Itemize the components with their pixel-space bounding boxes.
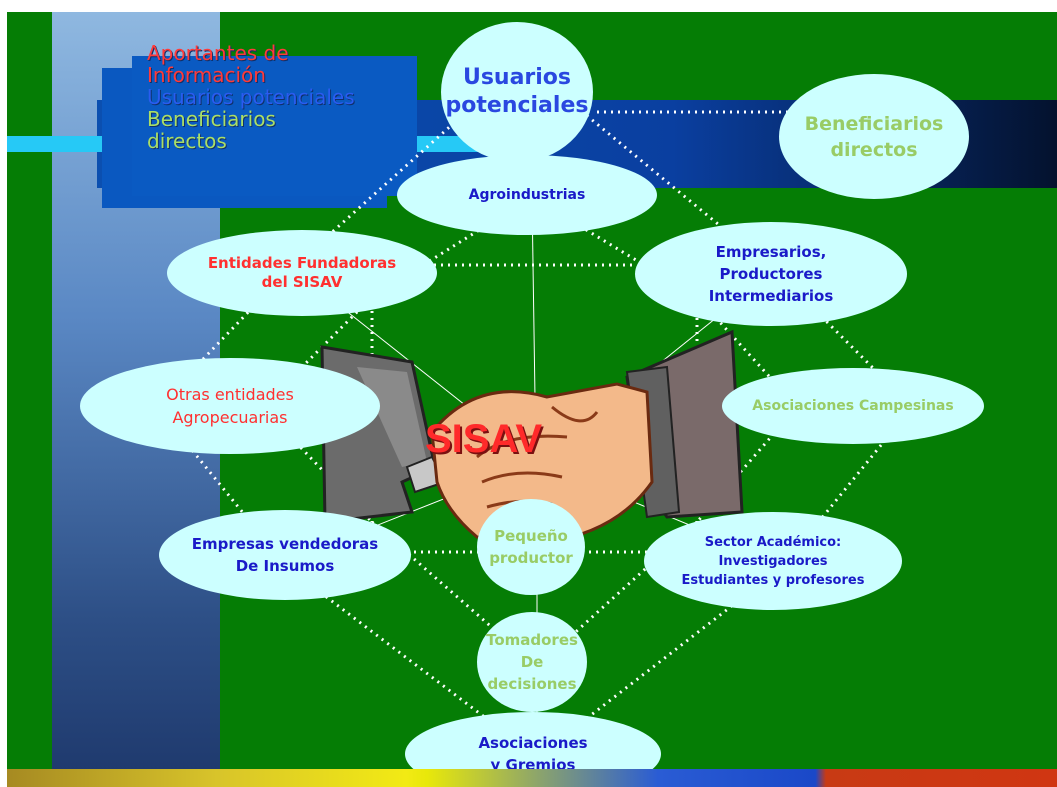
node-line: Empresas vendedoras [191, 535, 379, 553]
legend-aportantes-line2: Información [147, 63, 266, 87]
node-line: Beneficiarios [804, 112, 944, 135]
node-line: Investigadores [718, 553, 828, 569]
node-line: Usuarios [462, 65, 572, 90]
node-line: Sector Académico: [704, 534, 842, 550]
node-line: del SISAV [261, 273, 343, 291]
node-agroindustrias: Agroindustrias [397, 155, 657, 235]
node-line: Asociaciones Campesinas [752, 397, 954, 414]
node-line: De Insumos [235, 557, 335, 575]
node-line: Tomadores [486, 631, 578, 649]
legend-box [132, 56, 417, 196]
node-line: Asociaciones [478, 734, 588, 752]
node-tomadores: Tomadores De decisiones [477, 612, 587, 712]
bottom-gradient-bar [7, 769, 1057, 787]
node-line: Intermediarios [708, 287, 834, 305]
node-empresas-vendedoras: Empresas vendedoras De Insumos [159, 510, 411, 600]
node-line: directos [830, 138, 918, 161]
node-line: Empresarios, [715, 243, 827, 261]
node-line: productor [489, 549, 573, 567]
center-label-sisav: SISAV [425, 417, 543, 461]
node-line: Productores [719, 265, 823, 283]
legend-beneficiarios-line2: directos [147, 129, 227, 153]
node-line: potenciales [445, 93, 589, 118]
legend-usuarios: Usuarios potenciales [147, 85, 355, 109]
legend-beneficiarios-line1: Beneficiarios [147, 107, 276, 131]
node-line: De decisiones [487, 653, 577, 693]
node-usuarios-potenciales: Usuarios potenciales [441, 22, 593, 162]
node-asociaciones-campesinas: Asociaciones Campesinas [722, 368, 984, 444]
node-line: Agropecuarias [172, 408, 288, 427]
node-line: Pequeño [494, 527, 568, 545]
node-line: Estudiantes y profesores [681, 572, 865, 588]
node-line: Agroindustrias [468, 186, 586, 203]
legend: Aportantes de Información Usuarios poten… [147, 42, 355, 152]
slide: Aportantes de Información Usuarios poten… [7, 12, 1057, 787]
legend-aportantes-line1: Aportantes de [147, 41, 289, 65]
node-line: Otras entidades [166, 385, 294, 404]
node-pequeno-productor: Pequeño productor [477, 499, 585, 595]
node-line: Entidades Fundadoras [207, 254, 397, 272]
node-beneficiarios-directos: Beneficiarios directos [779, 74, 969, 199]
